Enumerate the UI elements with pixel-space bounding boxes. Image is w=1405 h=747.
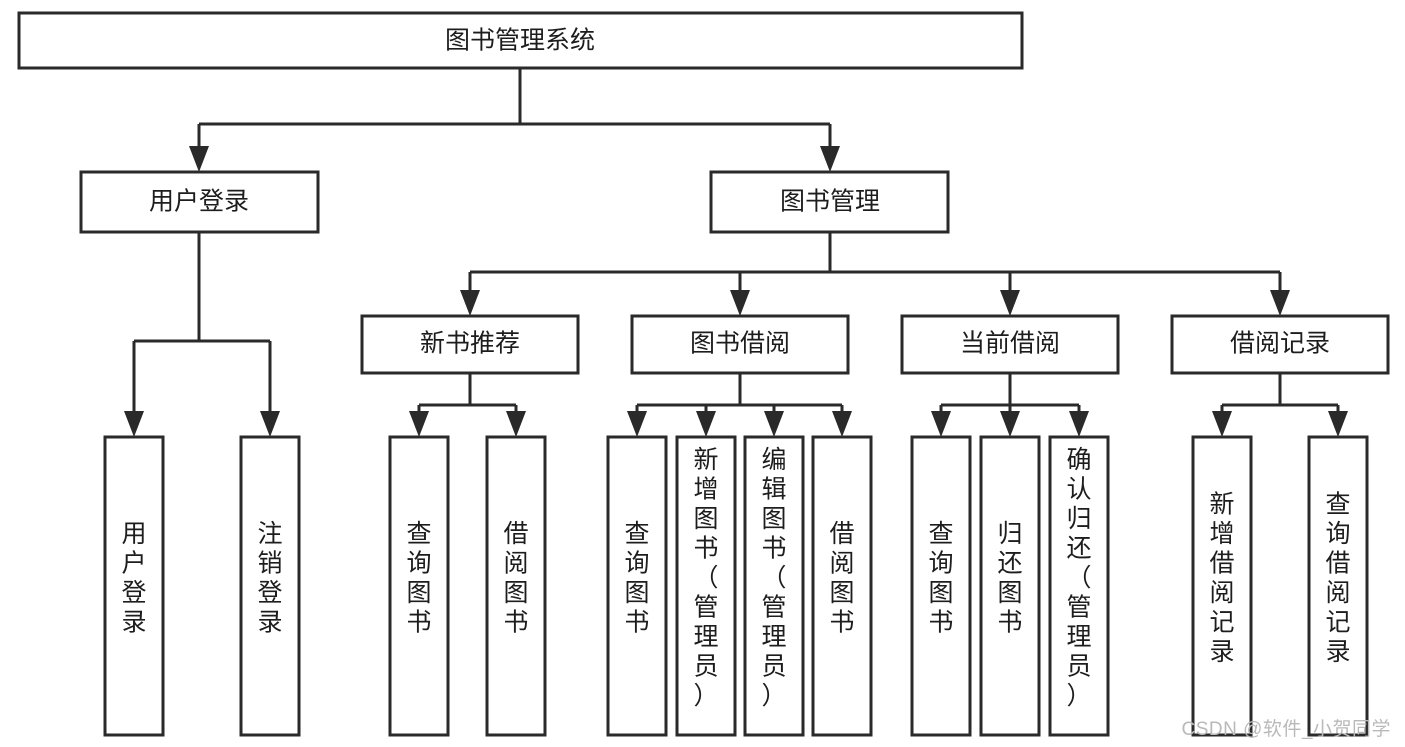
- node-borrow-record-label: 借阅记录: [1230, 330, 1330, 358]
- node-leaf-query-book-1-label: 查询图书: [406, 520, 431, 637]
- node-leaf-query-book-2[interactable]: 查询图书: [606, 435, 668, 737]
- node-leaf-user-login[interactable]: 用户登录: [103, 435, 165, 737]
- node-leaf-return-book-box[interactable]: [979, 435, 1041, 737]
- arrow-head-root-1: [189, 146, 209, 172]
- node-leaf-add-book-label: 新增图书（管理员）: [693, 446, 718, 710]
- connector-group-record: [1212, 373, 1348, 437]
- node-user-login-box[interactable]: [79, 170, 320, 234]
- node-current-borrow-box[interactable]: [900, 314, 1120, 375]
- node-leaf-add-record[interactable]: 新增借阅记录: [1191, 435, 1253, 737]
- node-leaf-borrow-book-2-box[interactable]: [811, 435, 873, 737]
- node-borrow-record-box[interactable]: [1170, 314, 1390, 375]
- node-leaf-query-record[interactable]: 查询借阅记录: [1307, 435, 1369, 737]
- node-leaf-borrow-book-1-label: 借阅图书: [503, 520, 528, 637]
- node-leaf-logout-login[interactable]: 注销登录: [239, 435, 301, 737]
- connector-group-book-manage: [460, 232, 1290, 316]
- node-leaf-return-book-label: 归还图书: [997, 520, 1022, 637]
- node-user-login[interactable]: 用户登录: [79, 170, 320, 234]
- node-leaf-return-book[interactable]: 归还图书: [979, 435, 1041, 737]
- arrow-head-cb-3: [1069, 411, 1089, 437]
- node-user-login-label: 用户登录: [149, 188, 249, 216]
- node-book-manage[interactable]: 图书管理: [709, 170, 950, 234]
- node-book-borrow-box[interactable]: [630, 314, 850, 375]
- node-leaf-edit-book[interactable]: 编辑图书（管理员）: [743, 435, 805, 737]
- node-book-borrow-label: 图书借阅: [690, 330, 790, 358]
- arrow-head-ul-1: [124, 411, 144, 437]
- node-leaf-query-book-3[interactable]: 查询图书: [910, 435, 972, 737]
- node-leaf-user-login-label: 用户登录: [121, 520, 146, 637]
- arrow-head-ul-2: [260, 411, 280, 437]
- arrow-head-nbr-1: [409, 411, 429, 437]
- connector-group-current: [931, 373, 1089, 437]
- node-leaf-query-book-1[interactable]: 查询图书: [388, 435, 450, 737]
- node-leaf-logout-login-box[interactable]: [239, 435, 301, 737]
- node-leaf-query-record-box[interactable]: [1307, 435, 1369, 737]
- arrow-head-bb-1: [627, 411, 647, 437]
- node-new-book-recommend[interactable]: 新书推荐: [360, 314, 580, 375]
- node-leaf-add-record-label: 新增借阅记录: [1209, 490, 1234, 666]
- node-leaf-user-login-box[interactable]: [103, 435, 165, 737]
- node-leaf-borrow-book-2[interactable]: 借阅图书: [811, 435, 873, 737]
- arrow-head-bm-1: [460, 290, 480, 316]
- arrow-head-bb-2: [696, 411, 716, 437]
- arrow-head-bb-3: [764, 411, 784, 437]
- arrow-head-nbr-2: [506, 411, 526, 437]
- arrow-head-cb-2: [1000, 411, 1020, 437]
- node-leaf-logout-login-label: 注销登录: [257, 520, 282, 637]
- node-root-label: 图书管理系统: [445, 27, 595, 55]
- connector-group-root: [189, 68, 840, 172]
- arrow-head-bm-3: [1000, 290, 1020, 316]
- node-leaf-borrow-book-1-box[interactable]: [485, 435, 547, 737]
- node-book-borrow[interactable]: 图书借阅: [630, 314, 850, 375]
- arrow-head-bm-4: [1270, 290, 1290, 316]
- node-root-box[interactable]: [17, 11, 1024, 70]
- node-leaf-query-book-2-label: 查询图书: [624, 520, 649, 637]
- arrow-head-br-1: [1212, 411, 1232, 437]
- node-borrow-record[interactable]: 借阅记录: [1170, 314, 1390, 375]
- connector-group-user-login: [124, 232, 280, 437]
- node-new-book-recommend-box[interactable]: [360, 314, 580, 375]
- node-book-manage-box[interactable]: [709, 170, 950, 234]
- node-leaf-confirm-return-label: 确认归还（管理员）: [1066, 446, 1091, 710]
- arrow-head-bm-2: [730, 290, 750, 316]
- connector-group-recommend: [409, 373, 526, 437]
- node-new-book-recommend-label: 新书推荐: [420, 330, 520, 358]
- node-current-borrow[interactable]: 当前借阅: [900, 314, 1120, 375]
- node-leaf-query-record-label: 查询借阅记录: [1325, 490, 1350, 666]
- node-leaf-query-book-1-box[interactable]: [388, 435, 450, 737]
- connector-group-borrow: [627, 373, 852, 437]
- arrow-head-bb-4: [832, 411, 852, 437]
- node-leaf-confirm-return[interactable]: 确认归还（管理员）: [1048, 435, 1110, 737]
- node-leaf-query-book-3-label: 查询图书: [928, 520, 953, 637]
- node-leaf-edit-book-label: 编辑图书（管理员）: [761, 446, 786, 710]
- node-root[interactable]: 图书管理系统: [17, 11, 1024, 70]
- node-current-borrow-label: 当前借阅: [960, 330, 1060, 358]
- arrow-head-cb-1: [931, 411, 951, 437]
- node-leaf-edit-book-box[interactable]: [743, 435, 805, 737]
- arrow-head-root-2: [820, 146, 840, 172]
- node-leaf-add-record-box[interactable]: [1191, 435, 1253, 737]
- node-leaf-confirm-return-box[interactable]: [1048, 435, 1110, 737]
- node-leaf-borrow-book-2-label: 借阅图书: [829, 520, 854, 637]
- node-leaf-query-book-3-box[interactable]: [910, 435, 972, 737]
- node-leaf-query-book-2-box[interactable]: [606, 435, 668, 737]
- node-leaf-add-book-box[interactable]: [675, 435, 737, 737]
- node-leaf-add-book[interactable]: 新增图书（管理员）: [675, 435, 737, 737]
- node-leaf-borrow-book-1[interactable]: 借阅图书: [485, 435, 547, 737]
- node-book-manage-label: 图书管理: [780, 188, 880, 216]
- arrow-head-br-2: [1328, 411, 1348, 437]
